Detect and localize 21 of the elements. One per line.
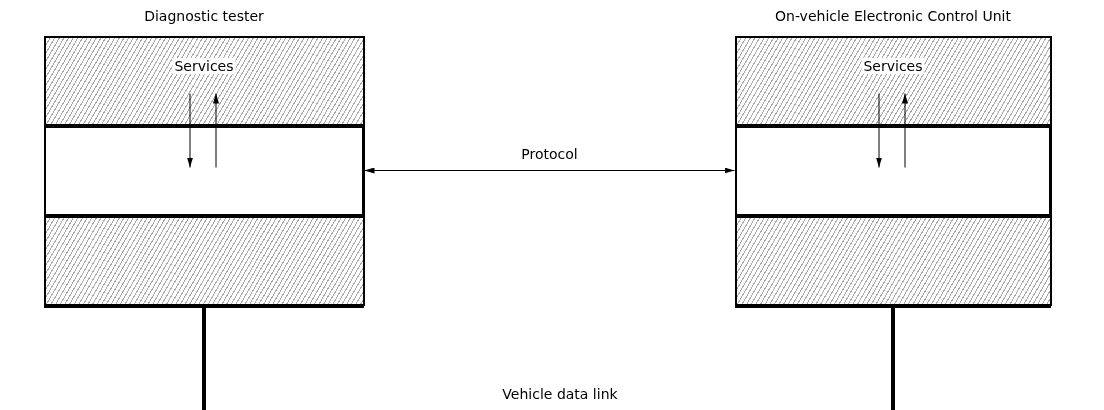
- edge-label: Protocol: [521, 145, 578, 162]
- block-heading: On-vehicle Electronic Control Unit: [774, 8, 1012, 24]
- layer-band: [734, 125, 1052, 216]
- link-label: Vehicle data link: [502, 386, 618, 402]
- hatched-layer-band: [43, 215, 365, 306]
- layer-label: Services: [172, 57, 236, 74]
- connection-line: [202, 305, 206, 410]
- layer-label: Services: [861, 57, 925, 74]
- connection-line: [891, 305, 895, 410]
- device-block: [735, 8, 1051, 308]
- device-block: [44, 8, 364, 308]
- layer-band: [43, 125, 365, 216]
- arrow: [187, 93, 193, 168]
- arrow: [213, 93, 219, 168]
- layer-band: [734, 35, 1052, 126]
- block-heading: Diagnostic tester: [143, 8, 265, 24]
- double-arrow: [364, 167, 735, 174]
- hatched-layer-band: [734, 215, 1052, 306]
- arrow: [902, 93, 908, 168]
- arrow: [876, 93, 882, 168]
- layer-band: [43, 35, 365, 126]
